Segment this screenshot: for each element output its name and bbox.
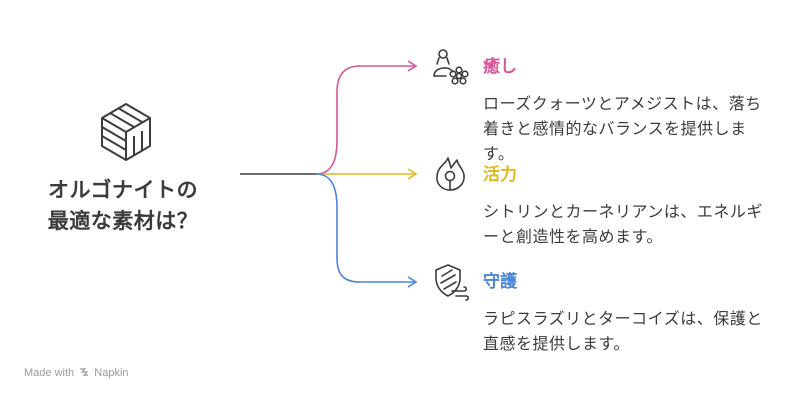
- flame-icon: [436, 157, 465, 191]
- footer-credit[interactable]: Made with Napkin: [24, 367, 129, 379]
- footer-brand: Napkin: [94, 367, 129, 379]
- branch-title-vitality: 活力: [483, 165, 517, 185]
- branch-line-protection: [315, 173, 414, 283]
- central-title-line-1: オルゴナイトの: [47, 178, 199, 202]
- arrow-head-vitality: [407, 168, 418, 180]
- branch-title-protection: 守護: [483, 272, 517, 292]
- branch-line-healing: [315, 65, 414, 175]
- arrow-head-protection: [407, 276, 418, 288]
- branch-title-healing: 癒し: [483, 57, 517, 77]
- branch-desc-protection: ラピスラズリとターコイズは、保護と直感を提供します。: [483, 309, 763, 353]
- central-title: オルゴナイトの 最適な素材は？: [18, 175, 228, 237]
- central-title-line-2: 最適な素材は？: [47, 209, 199, 233]
- footer-made-with: Made with: [24, 367, 75, 379]
- shield-wind-icon: [435, 264, 470, 301]
- arrow-head-healing: [407, 60, 418, 72]
- cube-icon: [101, 103, 151, 161]
- branch-desc-healing: ローズクォーツとアメジストは、落ち着きと感情的なバランスを提供します。: [483, 94, 762, 163]
- person-flower-icon: [433, 49, 469, 85]
- napkin-logo-icon: [80, 368, 89, 376]
- branch-desc-vitality: シトリンとカーネリアンは、エネルギーと創造性を高めます。: [483, 202, 763, 246]
